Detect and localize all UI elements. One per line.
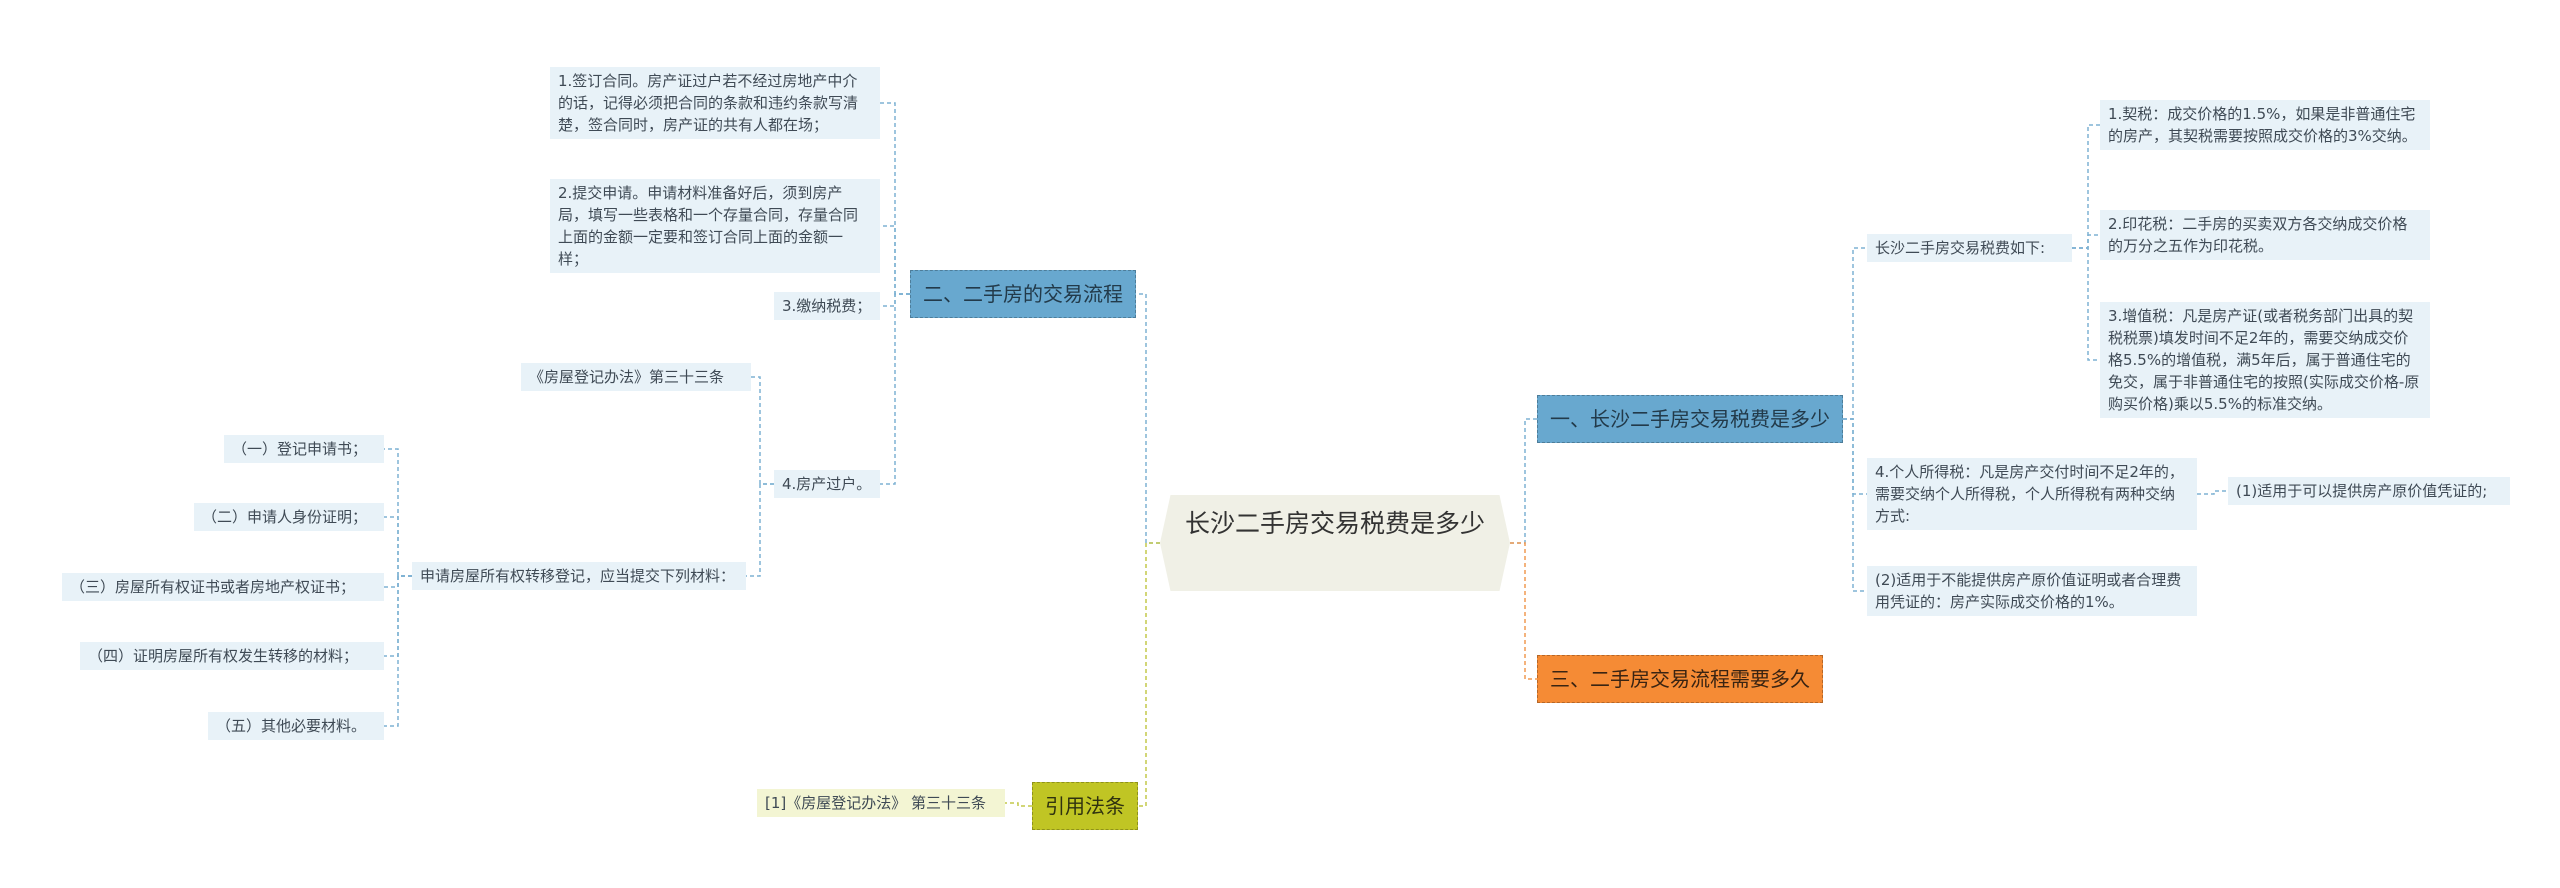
- link-b1-group: [1843, 247, 1867, 420]
- citation-item[interactable]: [1]《房屋登记办法》 第三十三条: [757, 789, 1005, 817]
- branch-label: 二、二手房的交易流程: [923, 282, 1123, 306]
- process-step-4[interactable]: 4.房产过户。: [774, 470, 880, 498]
- material-item-2[interactable]: （二）申请人身份证明；: [194, 503, 384, 531]
- tax-item-deed[interactable]: 1.契税：成交价格的1.5%，如果是非普通住宅的房产，其契税需要按照成交价格的3…: [2100, 100, 2430, 150]
- process-step-1[interactable]: 1.签订合同。房产证过户若不经过房地产中介的话，记得必须把合同的条款和违约条款写…: [550, 67, 880, 139]
- root-title: 长沙二手房交易税费是多少: [1184, 509, 1485, 538]
- link-intro-mat4: [384, 575, 412, 657]
- link-group-tax3: [2072, 247, 2100, 361]
- material-item-4[interactable]: （四）证明房屋所有权发生转移的材料；: [80, 642, 384, 670]
- branch-label: 引用法条: [1045, 794, 1125, 818]
- income-tax-option-2[interactable]: (2)适用于不能提供房产原价值证明或者合理费用凭证的：房产实际成交价格的1%。: [1867, 566, 2197, 616]
- tax-item-income[interactable]: 4.个人所得税：凡是房产交付时间不足2年的，需要交纳个人所得税，个人所得税有两种…: [1867, 458, 2197, 530]
- link-root-b1: [1510, 418, 1537, 544]
- link-group-tax1: [2072, 124, 2100, 249]
- link-step4-intro: [746, 483, 774, 577]
- link-b2-step4: [880, 293, 910, 485]
- material-item-3[interactable]: （三）房屋所有权证书或者房地产权证书；: [62, 573, 384, 601]
- link-b1-ptaxalt: [1843, 418, 1867, 592]
- link-root-b2: [1136, 293, 1160, 544]
- tax-group-label[interactable]: 长沙二手房交易税费如下:: [1867, 234, 2072, 262]
- branch-label: 一、长沙二手房交易税费是多少: [1550, 407, 1830, 431]
- branch-citation[interactable]: 引用法条: [1032, 782, 1138, 830]
- process-step-2[interactable]: 2.提交申请。申请材料准备好后，须到房产局，填写一些表格和一个存量合同，存量合同…: [550, 179, 880, 273]
- law-reference[interactable]: 《房屋登记办法》第三十三条: [521, 363, 751, 391]
- link-intro-mat5: [384, 575, 412, 727]
- tax-item-vat[interactable]: 3.增值税：凡是房产证(或者税务部门出具的契税税票)填发时间不足2年的，需要交纳…: [2100, 302, 2430, 418]
- link-intro-mat1: [384, 448, 412, 577]
- link-root-b3: [1510, 542, 1537, 680]
- link-b2-step2: [880, 225, 910, 295]
- link-intro-mat2: [384, 516, 412, 577]
- tax-item-stamp[interactable]: 2.印花税：二手房的买卖双方各交纳成交价格的万分之五作为印花税。: [2100, 210, 2430, 260]
- link-root-b4: [1138, 542, 1160, 807]
- link-step4-lawref: [751, 376, 774, 485]
- branch-label: 三、二手房交易流程需要多久: [1550, 667, 1810, 691]
- materials-intro[interactable]: 申请房屋所有权转移登记，应当提交下列材料：: [412, 562, 746, 590]
- branch-process[interactable]: 二、二手房的交易流程: [910, 270, 1136, 318]
- link-group-tax2: [2072, 234, 2100, 249]
- link-ptax-sub: [2197, 490, 2228, 495]
- root-topic[interactable]: 长沙二手房交易税费是多少: [1160, 495, 1510, 591]
- material-item-5[interactable]: （五）其他必要材料。: [208, 712, 384, 740]
- process-step-3[interactable]: 3.缴纳税费；: [774, 292, 880, 320]
- link-b1-ptax: [1843, 418, 1867, 495]
- material-item-1[interactable]: （一）登记申请书；: [224, 435, 384, 463]
- branch-duration[interactable]: 三、二手房交易流程需要多久: [1537, 655, 1823, 703]
- link-b4-cite: [1005, 802, 1032, 807]
- income-tax-option-1[interactable]: (1)适用于可以提供房产原价值凭证的;: [2228, 477, 2510, 505]
- branch-tax-fees[interactable]: 一、长沙二手房交易税费是多少: [1537, 395, 1843, 443]
